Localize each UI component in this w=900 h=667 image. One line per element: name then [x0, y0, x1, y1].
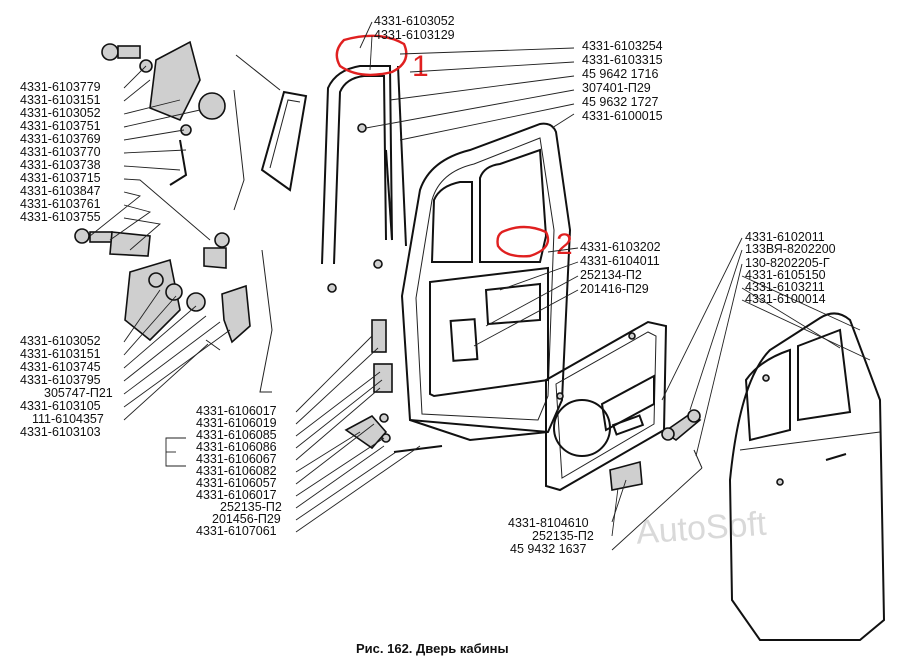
svg-text:1: 1: [412, 50, 429, 83]
part-label: 133ВЯ-8202200: [745, 242, 836, 256]
labels-left-bottom: 4331-6103052 4331-6103151 4331-6103745 4…: [20, 334, 113, 439]
part-label: 4331-6103052: [374, 14, 455, 28]
annotation-2: 2: [496, 225, 573, 261]
latch-parts: [344, 319, 393, 450]
labels-left-top: 4331-6103779 4331-6103151 4331-6103052 4…: [20, 80, 101, 224]
part-label: 4331-6103129: [374, 28, 455, 42]
part-label: 201416-П29: [580, 282, 649, 296]
part-label: 4331-6103254: [582, 39, 663, 53]
part-label: 45 9632 1727: [582, 95, 659, 109]
part-label: 4331-6103745: [20, 360, 101, 374]
part-label: 4331-6103103: [20, 425, 101, 439]
part-label: 4331-6103211: [745, 280, 825, 294]
part-label: 4331-6103770: [20, 145, 101, 159]
part-label: 4331-6103715: [20, 171, 101, 185]
part-label: 252135-П2: [532, 529, 594, 543]
part-label: 4331-6106057: [196, 476, 277, 490]
labels-top: 4331-6103052 4331-6103129: [374, 14, 455, 42]
door-trim-panel: [545, 320, 668, 492]
window-frame-parts: [260, 65, 407, 293]
part-label: 4331-6106017: [196, 488, 277, 502]
part-label: 4331-6103847: [20, 184, 101, 198]
leader-lines: [89, 21, 871, 551]
part-label: 4331-6103779: [20, 80, 101, 94]
part-label: 4331-6106019: [196, 416, 277, 430]
part-label: 4331-6103202: [580, 240, 661, 254]
part-label: 4331-6103151: [20, 347, 101, 361]
labels-right-top: 4331-6103254 4331-6103315 45 9642 1716 3…: [582, 39, 663, 123]
part-label: 4331-6103105: [20, 399, 101, 413]
part-label: 4331-6103761: [20, 197, 101, 211]
part-label: 4331-6103769: [20, 132, 101, 146]
part-label: 4331-6100014: [745, 292, 826, 306]
part-label: 252134-П2: [580, 268, 642, 282]
lock-parts-lower: [74, 228, 273, 393]
part-label: 45 9432 1637: [510, 542, 587, 556]
part-label: 4331-6103052: [20, 334, 101, 348]
part-label: 4331-6103751: [20, 119, 101, 133]
outer-door: [728, 312, 886, 641]
part-label: 4331-6103315: [582, 53, 663, 67]
annotation-1: 1: [335, 34, 429, 83]
door-inner-frame: [393, 122, 572, 453]
part-label: 4331-8104610: [508, 516, 589, 530]
part-label: 4331-6103755: [20, 210, 101, 224]
part-label: 4331-6102011: [745, 230, 825, 244]
part-label: 111-6104357: [32, 412, 104, 426]
part-label: 45 9642 1716: [582, 67, 659, 81]
part-label: 4331-6100015: [582, 109, 663, 123]
part-label: 201456-П29: [212, 512, 281, 526]
part-label: 4331-6106082: [196, 464, 277, 478]
part-label: 4331-6103151: [20, 93, 101, 107]
part-label: 252135-П2: [220, 500, 282, 514]
labels-bottom-center: 4331-8104610 252135-П2 45 9432 1637: [508, 516, 594, 556]
part-label: 4331-6103795: [20, 373, 101, 387]
labels-mid-bottom: 4331-6106017 4331-6106019 4331-6106085 4…: [196, 404, 282, 538]
window-regulator-handle: [661, 409, 703, 469]
part-label: 130-8202205-Г: [745, 256, 830, 270]
part-label: 4331-6106067: [196, 452, 277, 466]
part-label: 4331-6106017: [196, 404, 277, 418]
part-label: 4331-6103052: [20, 106, 101, 120]
svg-text:2: 2: [556, 228, 573, 261]
lock-parts-upper: [101, 40, 281, 211]
part-label: 4331-6106086: [196, 440, 277, 454]
watermark: AutoSoft: [635, 505, 768, 552]
labels-mid-right: 4331-6103202 4331-6104011 252134-П2 2014…: [580, 240, 661, 296]
figure-caption: Рис. 162. Дверь кабины: [356, 641, 509, 656]
labels-far-right: 4331-6102011 133ВЯ-8202200 130-8202205-Г…: [745, 230, 836, 306]
part-label: 305747-П21: [44, 386, 113, 400]
part-label: 4331-6106085: [196, 428, 277, 442]
part-label: 307401-П29: [582, 81, 651, 95]
part-label: 4331-6103738: [20, 158, 101, 172]
part-label: 4331-6107061: [196, 524, 277, 538]
part-label: 4331-6105150: [745, 268, 826, 282]
part-label: 4331-6104011: [580, 254, 660, 268]
